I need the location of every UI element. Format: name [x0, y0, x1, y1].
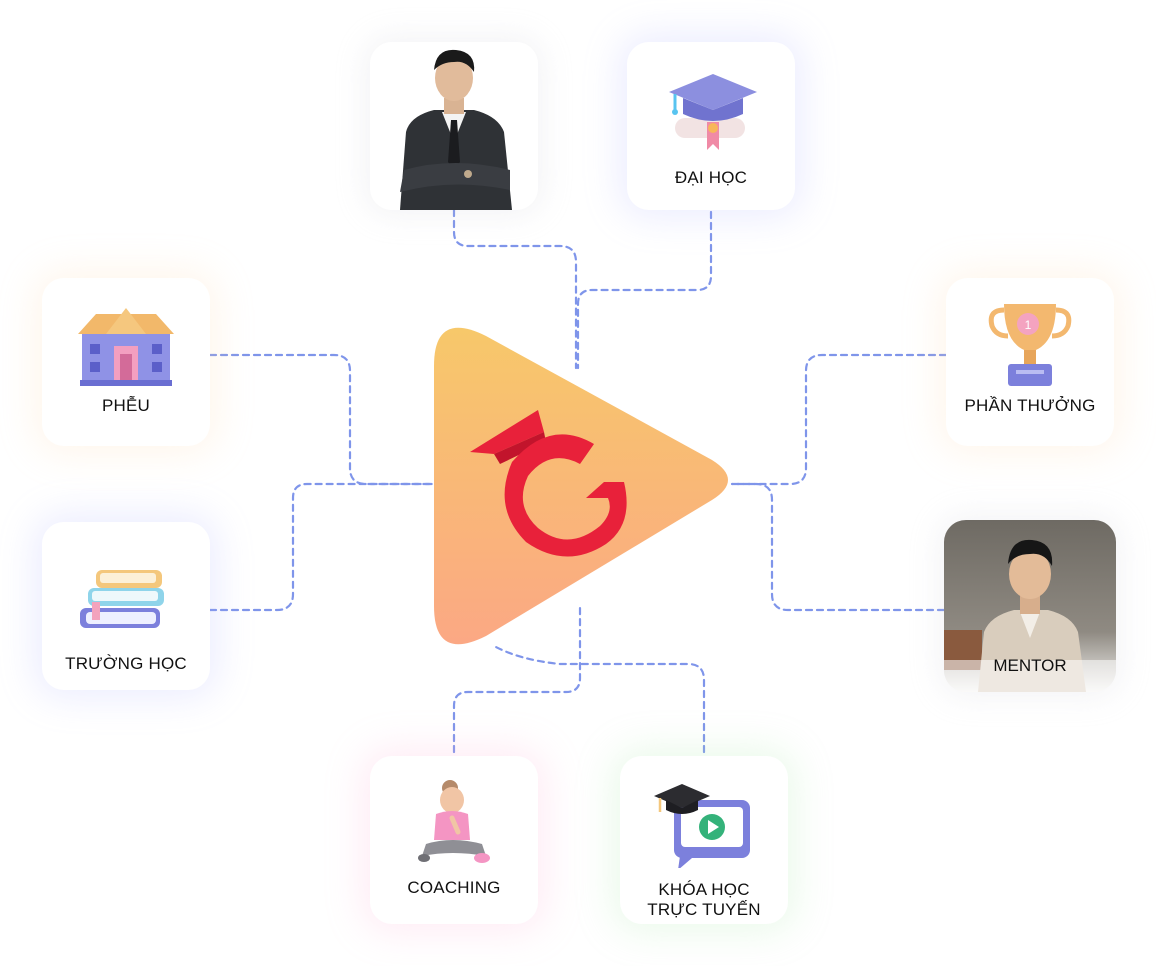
trophy-icon: 1: [988, 304, 1072, 386]
connector-khoa-hoc: [492, 644, 706, 754]
khoa-hoc-label-line1: KHÓA HỌC: [658, 880, 750, 899]
coaching-label: COACHING: [407, 878, 501, 897]
founder-photo-card: [370, 42, 538, 210]
connector-mentor: [730, 482, 946, 612]
connector-founder: [452, 208, 578, 370]
connector-pheu: [208, 353, 436, 486]
school-building-icon: [78, 308, 174, 386]
pheu-card[interactable]: PHỄU: [42, 278, 210, 446]
graduation-cap-diploma-icon: [669, 74, 757, 150]
hub-play-logo: [428, 314, 738, 656]
connector-truong-hoc: [208, 482, 436, 612]
online-course-icon: [654, 784, 750, 868]
pheu-label: PHỄU: [101, 396, 151, 415]
svg-text:1: 1: [1025, 318, 1032, 332]
truong-hoc-label: TRƯỜNG HỌC: [65, 654, 187, 673]
founder-photo: [370, 42, 538, 210]
brand-play-logo-icon: [434, 327, 728, 645]
connector-phan-thuong: [730, 353, 948, 486]
connector-dai-hoc: [576, 210, 713, 370]
khoa-hoc-card[interactable]: KHÓA HỌC TRỰC TUYẾN: [620, 756, 788, 924]
phan-thuong-label: PHẦN THƯỞNG: [964, 396, 1096, 415]
meditating-person-icon: [418, 780, 490, 863]
phan-thuong-card[interactable]: 1 PHẦN THƯỞNG: [946, 278, 1114, 446]
mentor-photo: [944, 520, 1116, 692]
mentor-card[interactable]: MENTOR: [944, 520, 1116, 692]
books-stack-icon: [80, 570, 164, 628]
khoa-hoc-label-line2: TRỰC TUYẾN: [647, 900, 761, 919]
truong-hoc-card[interactable]: TRƯỜNG HỌC: [42, 522, 210, 690]
dai-hoc-card[interactable]: ĐẠI HỌC: [627, 42, 795, 210]
coaching-card[interactable]: COACHING: [370, 756, 538, 924]
mentor-label: MENTOR: [993, 656, 1067, 675]
dai-hoc-label: ĐẠI HỌC: [674, 168, 748, 187]
